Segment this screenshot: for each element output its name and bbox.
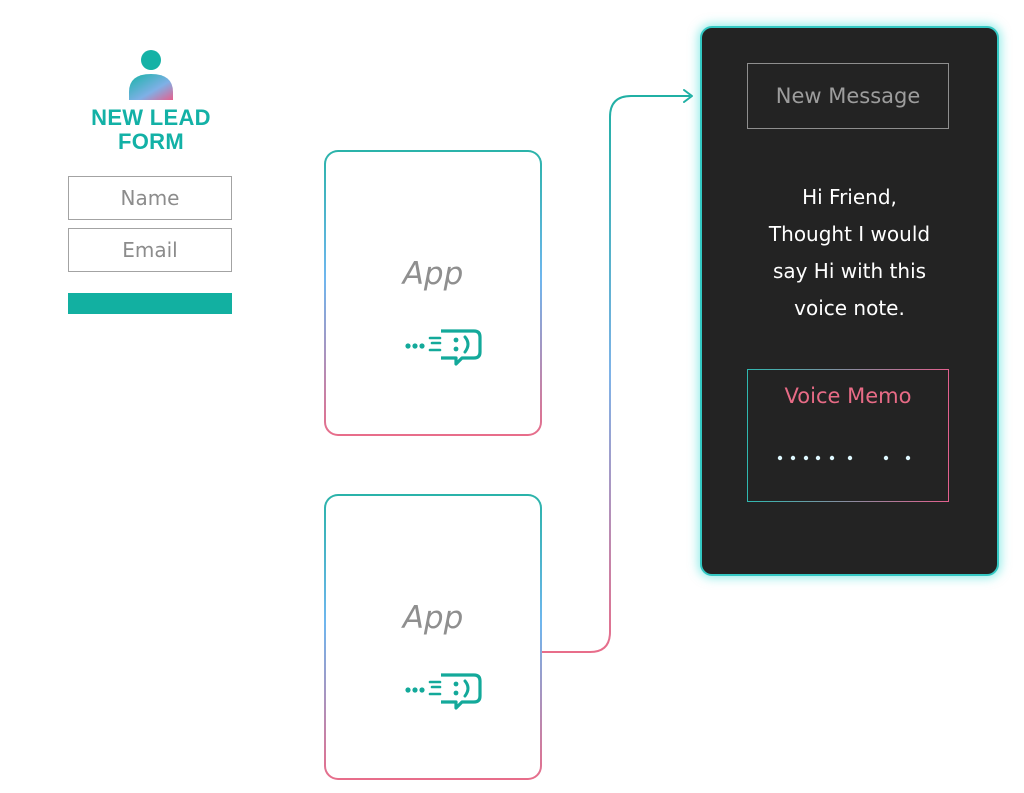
new-message-header: New Message — [747, 63, 949, 129]
audio-waveform-icon — [758, 436, 938, 476]
chat-bubble-smile-icon — [405, 673, 482, 710]
submit-button[interactable] — [68, 293, 232, 314]
lead-form-title: NEW LEAD FORM — [68, 106, 234, 154]
chat-bubble-smile-icon — [405, 329, 482, 366]
message-line: say Hi with this — [772, 259, 927, 283]
user-avatar-icon — [129, 50, 173, 100]
app-card-2: App — [324, 494, 542, 780]
new-message-label: New Message — [775, 84, 921, 108]
message-line: voice note. — [794, 296, 905, 320]
message-line: Thought I would — [768, 222, 931, 246]
app-card-1: App — [324, 150, 542, 436]
name-placeholder: Name — [120, 186, 180, 210]
name-field[interactable]: Name — [68, 176, 232, 220]
lead-form-title-line1: NEW LEAD — [91, 105, 211, 130]
app-label: App — [402, 256, 464, 292]
email-field[interactable]: Email — [68, 228, 232, 272]
voice-memo-player[interactable]: Voice Memo — [747, 369, 949, 502]
message-body: Hi Friend, Thought I would say Hi with t… — [702, 179, 997, 327]
app-label: App — [402, 600, 464, 636]
lead-form: NEW LEAD FORM Name Email — [68, 48, 234, 318]
phone-message-panel: New Message Hi Friend, Thought I would s… — [700, 26, 999, 576]
message-line: Hi Friend, — [802, 185, 897, 209]
email-placeholder: Email — [122, 238, 178, 262]
voice-memo-title: Voice Memo — [784, 384, 912, 408]
lead-form-title-line2: FORM — [118, 129, 184, 154]
